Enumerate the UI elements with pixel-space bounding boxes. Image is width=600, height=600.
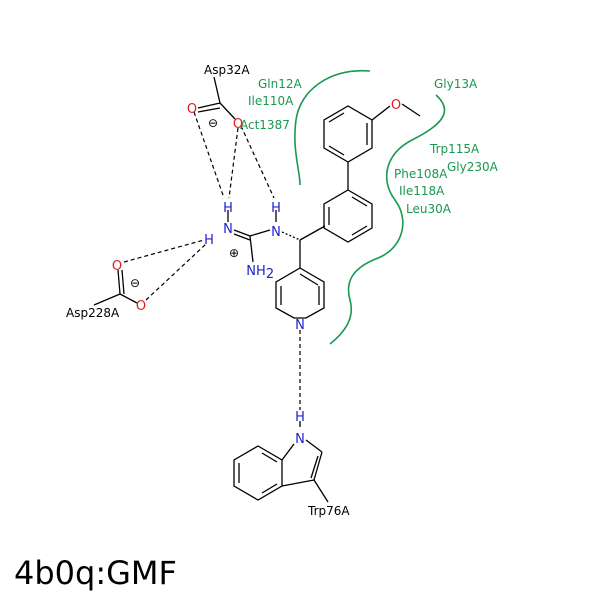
label-trp76a: Trp76A	[307, 504, 350, 518]
phenyl-ring-upper	[323, 105, 373, 163]
charge-minus-asp32a: ⊖	[208, 116, 218, 130]
hbond-o3-h3	[123, 239, 205, 263]
hbond-o2-h1	[228, 127, 239, 199]
atom-h-2: H	[271, 201, 281, 216]
bonds	[93, 76, 421, 503]
label-trp115a: Trp115A	[429, 142, 480, 156]
atom-labels: O O ⊖ O O ⊖ H N H N H ⊕ NH 2 O N H N	[112, 98, 401, 447]
atom-o-asp32a-2: O	[233, 117, 243, 132]
phenyl-ring-lower	[323, 189, 373, 243]
hydrophobic-arcs	[294, 69, 446, 345]
atom-h-1: H	[223, 201, 233, 216]
label-ile110a: Ile110A	[248, 94, 294, 108]
label-act1387: Act1387	[240, 118, 290, 132]
label-gly230a: Gly230A	[447, 160, 499, 174]
label-ile118a: Ile118A	[399, 184, 445, 198]
label-gly13a: Gly13A	[434, 77, 478, 91]
atom-o-asp228a-2: O	[136, 299, 146, 314]
atom-o-asp32a-1: O	[187, 102, 197, 117]
atom-n-pyridine: N	[295, 318, 305, 333]
charge-plus-guanidinium: ⊕	[229, 246, 239, 260]
label-phe108a: Phe108A	[394, 167, 448, 181]
residue-labels: Asp32A Gln12A Ile110A Act1387 Gly13A Trp…	[66, 63, 499, 518]
atom-n-indole: N	[295, 432, 305, 447]
hbond-o4-h3	[145, 243, 207, 301]
hbond-o2-h2	[240, 125, 275, 199]
label-asp32a: Asp32A	[204, 63, 250, 77]
atom-nh2-subscript: 2	[266, 267, 274, 282]
hydrogen-bonds	[123, 111, 301, 410]
hbond-o1-h1	[193, 111, 225, 199]
atom-n-2: N	[271, 225, 281, 240]
indole-benzene-ring	[233, 445, 283, 501]
label-gln12a: Gln12A	[258, 77, 303, 91]
charge-minus-asp228a: ⊖	[130, 276, 140, 290]
atom-h-indole: H	[295, 410, 305, 425]
label-asp228a: Asp228A	[66, 306, 120, 320]
atom-o-methoxy: O	[391, 98, 401, 113]
hydrophobic-arc-right	[329, 94, 446, 345]
pyridine-ring	[275, 267, 325, 319]
atom-o-asp228a-1: O	[112, 259, 122, 274]
atom-h-3: H	[204, 233, 214, 248]
label-leu30a: Leu30A	[406, 202, 452, 216]
diagram-title: 4b0q:GMF	[14, 554, 177, 592]
atom-nh2: NH	[246, 264, 266, 279]
hydrophobic-arc-left	[294, 69, 371, 186]
atom-n-1: N	[223, 222, 233, 237]
